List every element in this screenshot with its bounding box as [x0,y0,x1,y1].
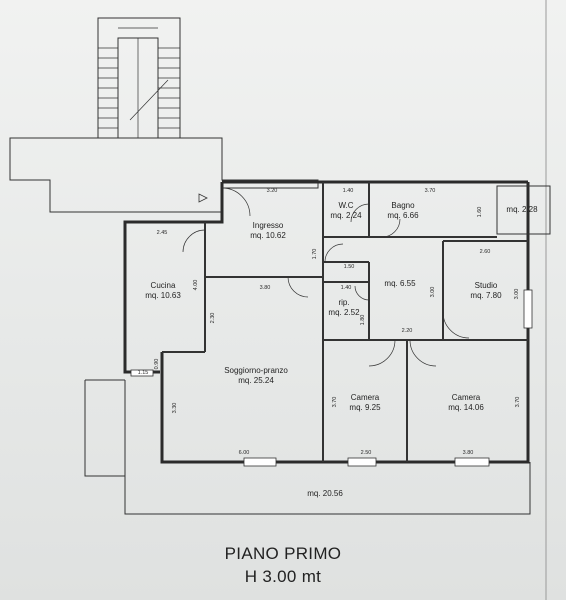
floor-title: PIANO PRIMO [224,544,342,563]
bagno-label: Bagno [391,201,415,210]
dim-rip-top: 1.40 [341,285,352,291]
camera2-area: mq. 14.06 [448,403,484,412]
dim-rip-side: 1.80 [360,315,366,326]
studio-area: mq. 7.80 [470,291,502,300]
balcony-outline [496,185,551,235]
dim-kitchen-wall: 0.90 [154,359,160,370]
dim-cucina-side: 4.00 [193,280,199,291]
bagno-area: mq. 6.66 [387,211,419,220]
balcony-area: mq. 2.28 [506,205,538,214]
rip-label: rip. [338,298,349,307]
wc-label: W.C [338,201,353,210]
dim-camera2-bottom: 3.80 [463,450,474,456]
dim-hall-side: 3.00 [430,287,436,298]
windows [130,289,533,467]
dim-wc-top: 1.40 [343,188,354,194]
camera1-area: mq. 9.25 [349,403,381,412]
dim-soggiorno-left: 3.30 [172,403,178,414]
camera2-label: Camera [452,393,481,402]
outer-walls [123,180,530,464]
dim-ingresso-side: 1.70 [312,249,318,260]
terrace-outline [84,379,531,515]
dim-hall-bottom: 2.20 [402,328,413,334]
dim-soggiorno-side: 2.30 [210,313,216,324]
dim-soggiorno-bottom: 6.00 [239,450,250,456]
staircase [97,17,181,139]
landing-slab [9,137,319,213]
ingresso-label: Ingresso [253,221,284,230]
dim-ingresso-bottom: 3.80 [260,285,271,291]
dim-cucina-top: 2.45 [157,230,168,236]
dim-studio-top: 2.60 [480,249,491,255]
entry-arrow-icon [198,193,208,203]
terrace-area: mq. 20.56 [307,489,343,498]
dim-camera1-bottom: 2.50 [361,450,372,456]
interior-walls [162,182,528,462]
soggiorno-label: Soggiorno-pranzo [224,366,288,375]
dim-hall-top: 1.50 [344,264,355,270]
studio-label: Studio [475,281,498,290]
disimpegno-area: mq. 6.55 [384,279,416,288]
door-swings [182,187,470,367]
dim-ingresso-top: 3.20 [267,188,278,194]
dim-kitchen-small: 1.15 [138,370,149,376]
dim-camera2-side: 3.70 [515,397,521,408]
dim-bagno-side: 1.60 [477,207,483,218]
wc-area: mq. 2.24 [330,211,362,220]
dim-bagno-top: 3.70 [425,188,436,194]
floor-height: H 3.00 mt [244,567,322,586]
ingresso-area: mq. 10.62 [250,231,286,240]
cucina-area: mq. 10.63 [145,291,181,300]
cucina-label: Cucina [151,281,176,290]
camera1-label: Camera [351,393,380,402]
dim-studio-side: 3.00 [514,289,520,300]
dim-camera1-side: 3.70 [332,397,338,408]
rip-area: mq. 2.52 [328,308,360,317]
soggiorno-area: mq. 25.24 [238,376,274,385]
